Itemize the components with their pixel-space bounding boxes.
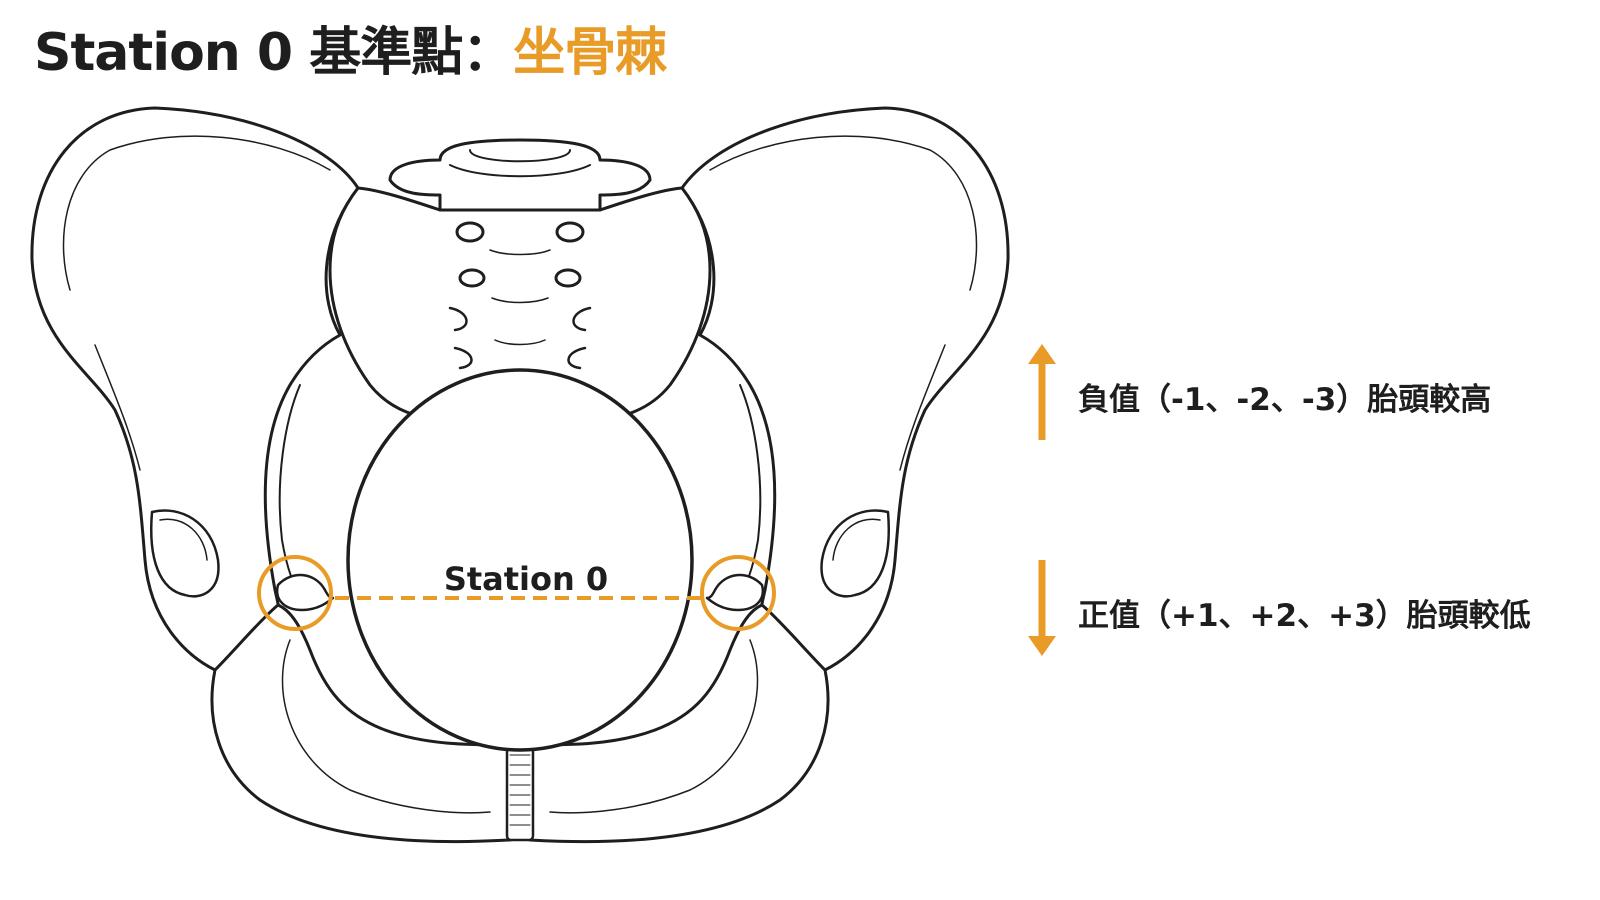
right-ischial-spine [705, 573, 765, 612]
arrow-up-icon [1028, 344, 1056, 440]
legend-down-text: 正值（+1、+2、+3）胎頭較低 [1078, 598, 1531, 634]
title-main: Station 0 基準點： [34, 23, 514, 83]
left-spine-highlight [257, 555, 333, 631]
legend-up: 負值（-1、-2、-3）胎頭較高 [1020, 340, 1580, 460]
legend-up-text: 負值（-1、-2、-3）胎頭較高 [1078, 382, 1492, 418]
pubic-arch [210, 603, 512, 844]
left-ischial-spine [275, 573, 335, 612]
arrow-down-icon [1028, 560, 1056, 656]
sacrum [328, 186, 712, 422]
pelvis-diagram: Station 0 [30, 106, 1010, 844]
title-highlight: 坐骨棘 [513, 23, 667, 83]
station-label: Station 0 [444, 560, 608, 598]
fetal-head [346, 368, 694, 752]
left-iliac-wing [30, 106, 360, 702]
legend-down: 正值（+1、+2、+3）胎頭較低 [1020, 556, 1580, 676]
page-title: Station 0 基準點：坐骨棘 [34, 22, 667, 84]
pubic-symphysis [505, 742, 535, 842]
right-spine-highlight [700, 555, 776, 631]
lumbar-vertebra [388, 138, 652, 212]
right-iliac-wing [680, 106, 1010, 702]
